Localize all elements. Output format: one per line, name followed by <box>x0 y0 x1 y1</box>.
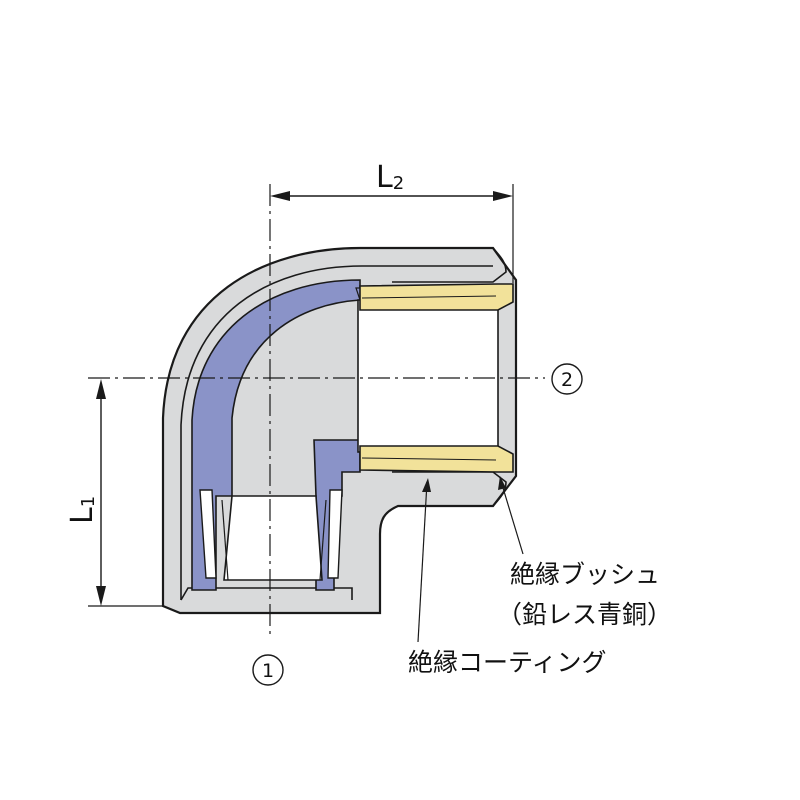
coating-leader <box>417 481 428 643</box>
coating-leader-arrow <box>422 478 431 492</box>
bottom-bore <box>223 495 323 581</box>
l1-arrow-top <box>96 379 106 399</box>
bushing-leader-arrow <box>498 476 506 490</box>
bottom-bore-inner-left <box>221 499 229 581</box>
l1-arrow-bottom <box>96 586 106 606</box>
l2-letter: L <box>376 160 393 195</box>
l1-label-group: L1 <box>65 496 100 524</box>
l2-subscript: 2 <box>393 173 404 194</box>
bottom-thread-left <box>199 489 217 579</box>
body-inner-wall <box>180 265 493 600</box>
port-1-circle <box>252 654 284 686</box>
l1-letter: L <box>65 507 100 524</box>
bushing-top-thread <box>361 295 497 299</box>
l2-arrow-right <box>493 191 513 201</box>
port-2-circle <box>551 363 583 395</box>
bottom-thread-right <box>327 489 343 579</box>
l1-label: L1 <box>65 496 100 524</box>
l1-subscript: 1 <box>78 496 99 507</box>
bottom-bore-inner-right <box>319 499 327 581</box>
right-bore <box>357 299 499 453</box>
l2-arrow-left <box>270 191 290 201</box>
coating-label: 絶縁コーティング <box>408 648 607 677</box>
bushing-label-line2: （鉛レス青銅） <box>497 600 672 629</box>
l2-label: L2 <box>376 160 404 195</box>
bushing-leader <box>499 477 524 555</box>
socket-right-rim-top <box>392 247 507 283</box>
port-1-label: 1 <box>262 660 274 682</box>
port-2-label: 2 <box>561 369 573 391</box>
bushing-label-line1: 絶縁ブッシュ <box>510 560 660 589</box>
bushing-bottom-thread <box>361 457 497 461</box>
